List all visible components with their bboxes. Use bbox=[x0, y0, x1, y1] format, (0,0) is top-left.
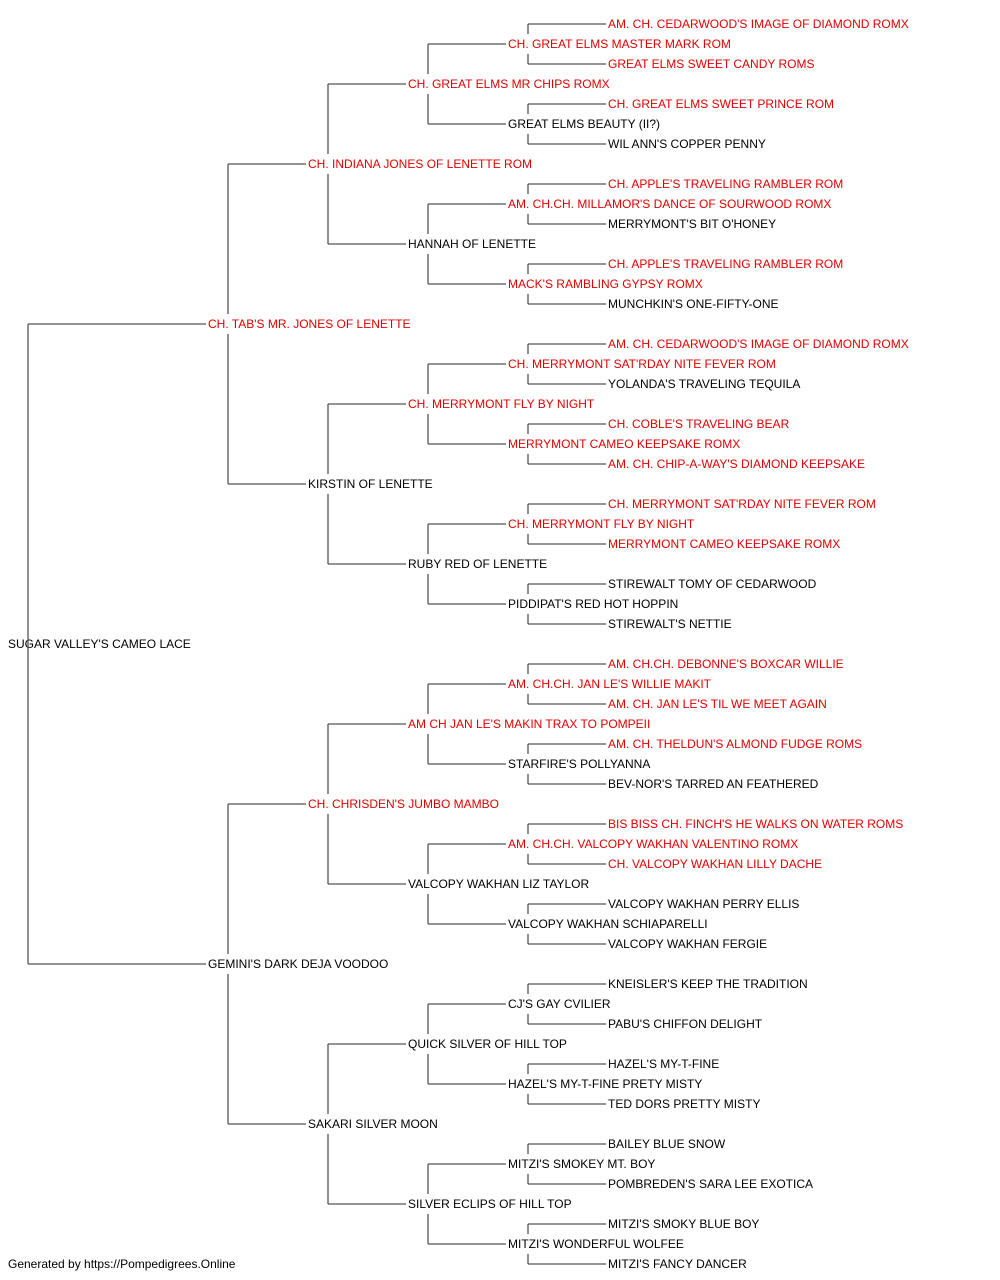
pedigree-name: AM. CH. THELDUN'S ALMOND FUDGE ROMS bbox=[608, 737, 862, 751]
pedigree-name: VALCOPY WAKHAN FERGIE bbox=[608, 937, 767, 951]
pedigree-name: MITZI'S SMOKEY MT. BOY bbox=[508, 1157, 655, 1171]
pedigree-name: CH. MERRYMONT SAT'RDAY NITE FEVER ROM bbox=[608, 497, 876, 511]
pedigree-name: VALCOPY WAKHAN SCHIAPARELLI bbox=[508, 917, 708, 931]
pedigree-name: CH. TAB'S MR. JONES OF LENETTE bbox=[208, 317, 411, 331]
pedigree-name: CH. INDIANA JONES OF LENETTE ROM bbox=[308, 157, 532, 171]
pedigree-name: KNEISLER'S KEEP THE TRADITION bbox=[608, 977, 808, 991]
pedigree-name: CJ'S GAY CVILIER bbox=[508, 997, 611, 1011]
pedigree-name: MERRYMONT CAMEO KEEPSAKE ROMX bbox=[608, 537, 840, 551]
pedigree-name: STARFIRE'S POLLYANNA bbox=[508, 757, 650, 771]
pedigree-name: SILVER ECLIPS OF HILL TOP bbox=[408, 1197, 572, 1211]
pedigree-name: QUICK SILVER OF HILL TOP bbox=[408, 1037, 567, 1051]
pedigree-name: AM. CH.CH. JAN LE'S WILLIE MAKIT bbox=[508, 677, 712, 691]
pedigree-name: BEV-NOR'S TARRED AN FEATHERED bbox=[608, 777, 819, 791]
pedigree-name: SAKARI SILVER MOON bbox=[308, 1117, 438, 1131]
pedigree-name: STIREWALT TOMY OF CEDARWOOD bbox=[608, 577, 817, 591]
pedigree-name: TED DORS PRETTY MISTY bbox=[608, 1097, 760, 1111]
pedigree-name: AM. CH.CH. MILLAMOR'S DANCE OF SOURWOOD … bbox=[508, 197, 831, 211]
pedigree-name: AM. CH. CEDARWOOD'S IMAGE OF DIAMOND ROM… bbox=[608, 337, 909, 351]
pedigree-name: BAILEY BLUE SNOW bbox=[608, 1137, 726, 1151]
pedigree-name: VALCOPY WAKHAN PERRY ELLIS bbox=[608, 897, 799, 911]
pedigree-name: CH. APPLE'S TRAVELING RAMBLER ROM bbox=[608, 177, 843, 191]
pedigree-name: VALCOPY WAKHAN LIZ TAYLOR bbox=[408, 877, 589, 891]
pedigree-name: AM. CH.CH. DEBONNE'S BOXCAR WILLIE bbox=[608, 657, 844, 671]
pedigree-name: YOLANDA'S TRAVELING TEQUILA bbox=[608, 377, 800, 391]
pedigree-name: RUBY RED OF LENETTE bbox=[408, 557, 547, 571]
pedigree-name: GREAT ELMS BEAUTY (II?) bbox=[508, 117, 660, 131]
pedigree-name: CH. COBLE'S TRAVELING BEAR bbox=[608, 417, 790, 431]
pedigree-name: CH. GREAT ELMS MR CHIPS ROMX bbox=[408, 77, 610, 91]
pedigree-name: MUNCHKIN'S ONE-FIFTY-ONE bbox=[608, 297, 779, 311]
pedigree-name: SUGAR VALLEY'S CAMEO LACE bbox=[8, 637, 191, 651]
pedigree-name: WIL ANN'S COPPER PENNY bbox=[608, 137, 766, 151]
pedigree-name: MITZI'S SMOKY BLUE BOY bbox=[608, 1217, 759, 1231]
pedigree-name: MERRYMONT CAMEO KEEPSAKE ROMX bbox=[508, 437, 740, 451]
pedigree-name: MERRYMONT'S BIT O'HONEY bbox=[608, 217, 776, 231]
pedigree-name: AM. CH. JAN LE'S TIL WE MEET AGAIN bbox=[608, 697, 827, 711]
pedigree-name: CH. MERRYMONT FLY BY NIGHT bbox=[408, 397, 595, 411]
pedigree-name: CH. MERRYMONT SAT'RDAY NITE FEVER ROM bbox=[508, 357, 776, 371]
pedigree-name: HAZEL'S MY-T-FINE bbox=[608, 1057, 719, 1071]
pedigree-name: MITZI'S FANCY DANCER bbox=[608, 1257, 747, 1271]
pedigree-name: AM. CH. CEDARWOOD'S IMAGE OF DIAMOND ROM… bbox=[608, 17, 909, 31]
pedigree-name: AM CH JAN LE'S MAKIN TRAX TO POMPEII bbox=[408, 717, 650, 731]
pedigree-name: CH. VALCOPY WAKHAN LILLY DACHE bbox=[608, 857, 822, 871]
pedigree-name: CH. APPLE'S TRAVELING RAMBLER ROM bbox=[608, 257, 843, 271]
pedigree-name: HAZEL'S MY-T-FINE PRETY MISTY bbox=[508, 1077, 702, 1091]
pedigree-name: PIDDIPAT'S RED HOT HOPPIN bbox=[508, 597, 678, 611]
pedigree-name: STIREWALT'S NETTIE bbox=[608, 617, 732, 631]
pedigree-name: AM. CH. CHIP-A-WAY'S DIAMOND KEEPSAKE bbox=[608, 457, 865, 471]
pedigree-name: MACK'S RAMBLING GYPSY ROMX bbox=[508, 277, 703, 291]
pedigree-name: POMBREDEN'S SARA LEE EXOTICA bbox=[608, 1177, 813, 1191]
pedigree-name: GREAT ELMS SWEET CANDY ROMS bbox=[608, 57, 814, 71]
pedigree-name: AM. CH.CH. VALCOPY WAKHAN VALENTINO ROMX bbox=[508, 837, 798, 851]
pedigree-name: CH. GREAT ELMS SWEET PRINCE ROM bbox=[608, 97, 834, 111]
pedigree-name: PABU'S CHIFFON DELIGHT bbox=[608, 1017, 763, 1031]
pedigree-name: CH. MERRYMONT FLY BY NIGHT bbox=[508, 517, 695, 531]
pedigree-name: CH. GREAT ELMS MASTER MARK ROM bbox=[508, 37, 731, 51]
pedigree-name: GEMINI'S DARK DEJA VOODOO bbox=[208, 957, 388, 971]
pedigree-name: BIS BISS CH. FINCH'S HE WALKS ON WATER R… bbox=[608, 817, 903, 831]
footer-credit: Generated by https://Pompedigrees.Online bbox=[8, 1257, 236, 1271]
pedigree-name: MITZI'S WONDERFUL WOLFEE bbox=[508, 1237, 684, 1251]
pedigree-name: HANNAH OF LENETTE bbox=[408, 237, 536, 251]
pedigree-name: CH. CHRISDEN'S JUMBO MAMBO bbox=[308, 797, 499, 811]
pedigree-name: KIRSTIN OF LENETTE bbox=[308, 477, 433, 491]
